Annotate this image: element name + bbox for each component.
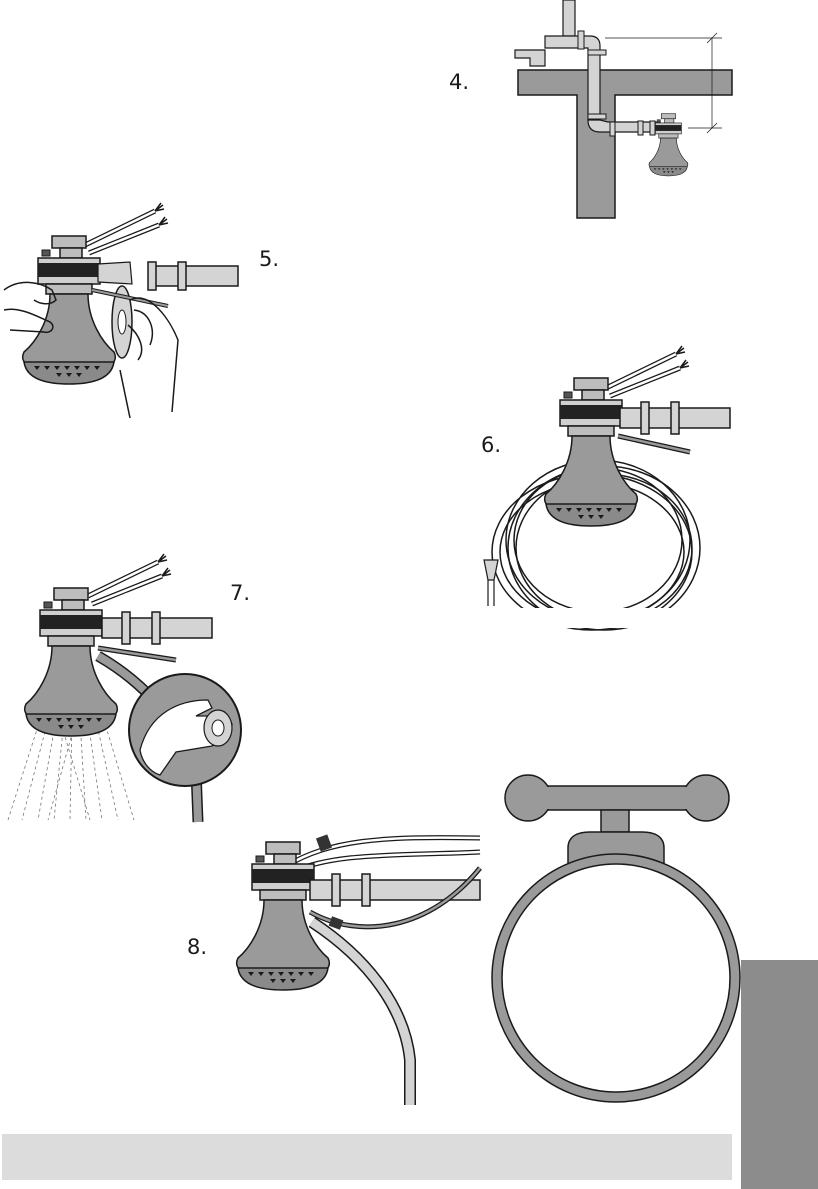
step-6-label: 6. bbox=[481, 433, 501, 457]
step-7-diagram: 7. bbox=[7, 554, 250, 823]
step-6-diagram: 6. bbox=[476, 346, 736, 631]
step-5-label: 5. bbox=[259, 247, 279, 271]
step-4-label: 4. bbox=[449, 70, 469, 94]
side-tab bbox=[741, 960, 818, 1189]
step-4-diagram: 4. bbox=[449, 0, 733, 219]
footer-bar bbox=[2, 1134, 732, 1180]
hose-hanger-ring bbox=[491, 774, 741, 1103]
step-8-label: 8. bbox=[187, 935, 207, 959]
step-7-label: 7. bbox=[230, 581, 250, 605]
step-8-diagram: 8. bbox=[187, 834, 482, 1105]
step-5-diagram: 5. bbox=[3, 203, 279, 419]
